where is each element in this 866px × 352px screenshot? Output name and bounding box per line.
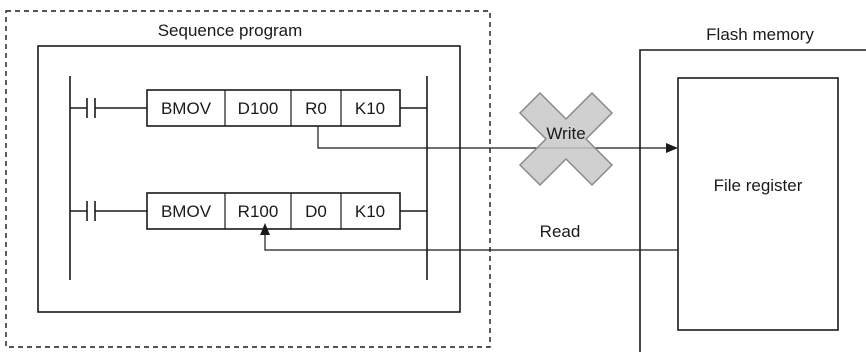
rung1-destination: R0 (305, 99, 327, 118)
read-label: Read (540, 222, 581, 241)
write-label: Write (546, 124, 585, 143)
rung2-instruction: BMOV (161, 202, 212, 221)
rung1-contact-icon (86, 98, 96, 118)
read-arrow (260, 223, 678, 251)
rung2-destination: D0 (305, 202, 327, 221)
file-register-label: File register (714, 176, 803, 195)
write-arrow (317, 126, 678, 153)
sequence-program-title: Sequence program (158, 21, 303, 40)
ladder-rung-2: BMOV R100 D0 K10 (70, 192, 427, 230)
flash-memory-title: Flash memory (706, 25, 814, 44)
rung1-source: D100 (238, 99, 279, 118)
rung2-count: K10 (355, 202, 385, 221)
rung2-source: R100 (238, 202, 279, 221)
file-register-box (677, 77, 839, 331)
rung1-count: K10 (355, 99, 385, 118)
flash-memory-outline (639, 49, 866, 352)
prohibited-cross-icon (518, 91, 614, 187)
rung2-contact-icon (86, 201, 96, 221)
sequence-program-frame (37, 45, 461, 313)
outer-dashed-boundary (5, 10, 491, 348)
ladder-rung-1: BMOV D100 R0 K10 (70, 89, 427, 127)
rung1-instruction: BMOV (161, 99, 212, 118)
